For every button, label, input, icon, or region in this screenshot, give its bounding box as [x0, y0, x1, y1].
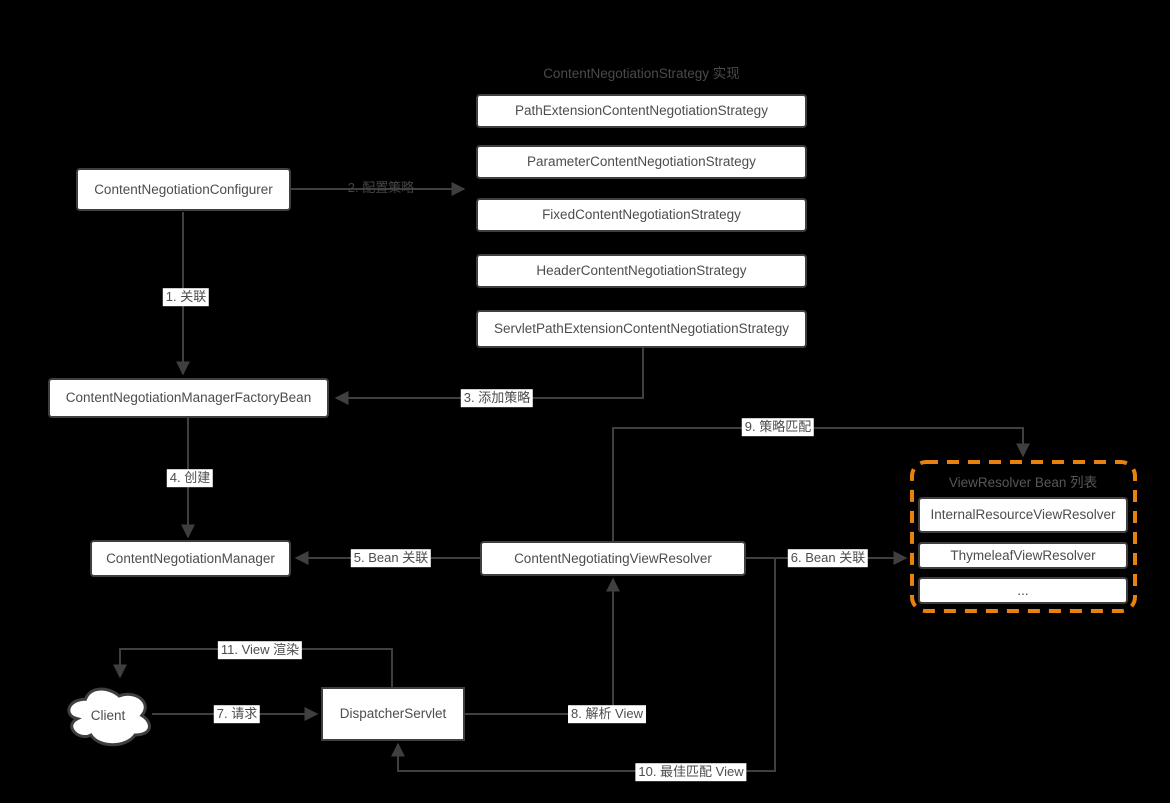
edge-label-6-bean-associate: 6. Bean 关联 [787, 549, 869, 567]
node-dispatcher-servlet: DispatcherServlet [321, 687, 465, 741]
node-fixed-strategy: FixedContentNegotiationStrategy [476, 198, 807, 232]
edge-label-10-best-match-view: 10. 最佳匹配 View [635, 763, 747, 781]
viewresolver-group-border [910, 460, 1137, 613]
node-content-negotiation-configurer: ContentNegotiationConfigurer [76, 168, 291, 211]
edge-label-1-associate: 1. 关联 [162, 288, 210, 306]
node-servlet-path-extension-strategy: ServletPathExtensionContentNegotiationSt… [476, 310, 807, 348]
edge-9-strategy-match-arrow [612, 427, 1030, 541]
node-header-strategy: HeaderContentNegotiationStrategy [476, 254, 807, 288]
edge-10-best-match-view-arrow [391, 558, 776, 772]
node-client-label: Client [90, 708, 126, 723]
node-path-extension-strategy: PathExtensionContentNegotiationStrategy [476, 94, 807, 128]
node-content-negotiation-manager-factory-bean: ContentNegotiationManagerFactoryBean [48, 378, 329, 418]
edge-label-3-add-strategy: 3. 添加策略 [460, 389, 534, 407]
client-cloud-shape [67, 687, 151, 747]
edge-label-2-configure-strategy: 2. 配置策略 [347, 180, 415, 196]
node-content-negotiating-view-resolver: ContentNegotiatingViewResolver [480, 541, 746, 576]
edge-label-11-view-render: 11. View 渲染 [217, 641, 303, 659]
viewresolver-group-title: ViewResolver Bean 列表 [948, 475, 1098, 490]
edge-label-5-bean-associate: 5. Bean 关联 [350, 549, 432, 567]
edge-label-9-strategy-match: 9. 策略匹配 [741, 418, 815, 436]
edge-8-resolve-view-arrow [465, 577, 620, 715]
node-thymeleaf-view-resolver: ThymeleafViewResolver [918, 542, 1128, 569]
edge-label-7-request: 7. 请求 [213, 705, 261, 723]
strategy-group-title: ContentNegotiationStrategy 实现 [543, 66, 740, 81]
edge-3-add-strategy-arrow [334, 348, 644, 405]
node-internal-resource-view-resolver: InternalResourceViewResolver [918, 497, 1128, 533]
node-parameter-strategy: ParameterContentNegotiationStrategy [476, 145, 807, 179]
node-more-view-resolvers: ... [918, 577, 1128, 604]
edge-label-8-resolve-view: 8. 解析 View [567, 705, 647, 723]
node-content-negotiation-manager: ContentNegotiationManager [90, 540, 291, 577]
edge-label-4-create: 4. 创建 [166, 469, 214, 487]
